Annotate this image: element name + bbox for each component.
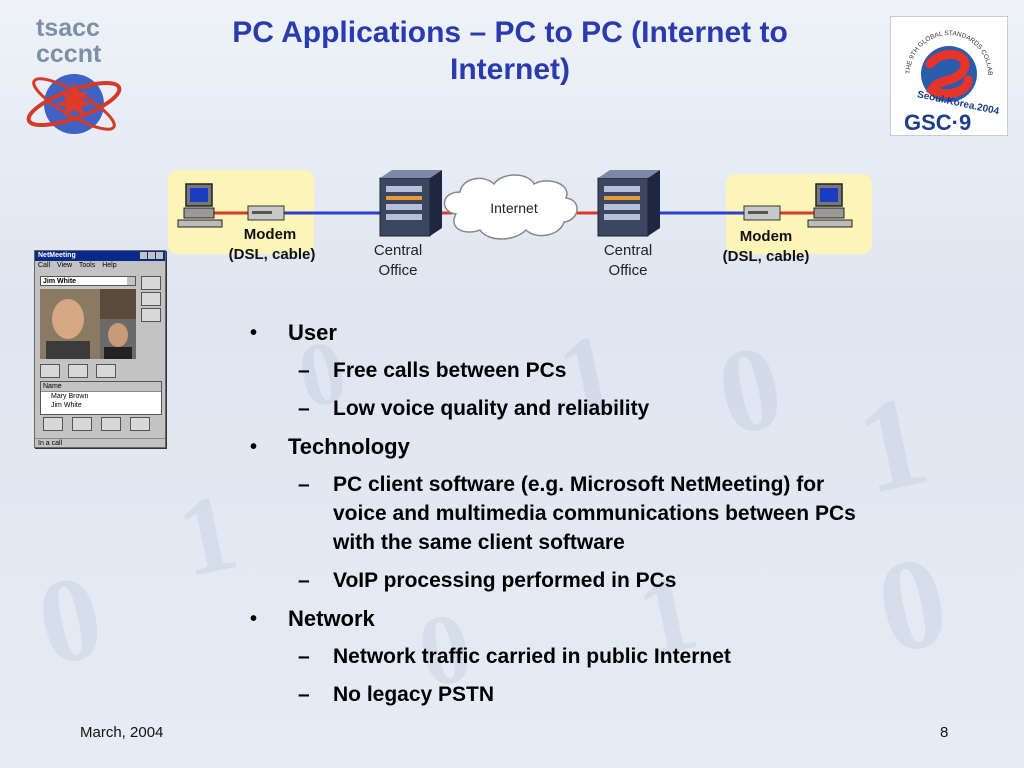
video-preview: [40, 289, 136, 359]
sub-bullet-item: –PC client software (e.g. Microsoft NetM…: [250, 470, 873, 557]
right-office-label-line1: Central: [603, 242, 653, 259]
volume-button[interactable]: [96, 364, 116, 378]
network-diagram: Modem (DSL, cable) Central Office Intern…: [0, 160, 1024, 300]
left-modem-sublabel: (DSL, cable): [228, 246, 316, 263]
sub-bullet-item: –Free calls between PCs: [250, 356, 930, 385]
maple-leaf-icon: [56, 82, 92, 116]
right-modem-sublabel: (DSL, cable): [722, 248, 810, 265]
netmeeting-titlebar: NetMeeting: [35, 251, 165, 261]
sub-bullet-item: –Low voice quality and reliability: [250, 394, 930, 423]
dash-marker: –: [298, 397, 310, 420]
picture-in-picture-button[interactable]: [68, 364, 88, 378]
right-office-label-line2: Office: [608, 262, 648, 279]
menu-help[interactable]: Help: [102, 262, 117, 269]
sub-bullet-text: VoIP processing performed in PCs: [333, 569, 677, 592]
bullet-item: • Network: [250, 604, 930, 634]
left-central-office-icon: [379, 170, 442, 237]
participant-item[interactable]: Jim White: [51, 402, 82, 409]
sub-bullet-text: Low voice quality and reliability: [333, 397, 650, 420]
left-modem-icon: [247, 205, 285, 221]
netmeeting-toolbar: [43, 417, 163, 431]
video-controls: [40, 364, 160, 378]
play-pause-button[interactable]: [40, 364, 60, 378]
transfer-button[interactable]: [130, 417, 150, 431]
dash-marker: –: [298, 683, 310, 706]
logo-text-line2: cccnt: [36, 40, 102, 68]
netmeeting-status: In a call: [35, 438, 165, 447]
participant-list-header: Name: [41, 382, 161, 392]
hang-up-button[interactable]: [141, 292, 161, 306]
bullet-text: Network: [288, 606, 375, 631]
contact-select-value: Jim White: [43, 278, 77, 285]
directory-button[interactable]: [141, 308, 161, 322]
sub-bullet-text: PC client software (e.g. Microsoft NetMe…: [333, 473, 856, 554]
bullet-text: User: [288, 320, 337, 345]
whiteboard-button[interactable]: [101, 417, 121, 431]
maximize-icon[interactable]: [148, 252, 155, 259]
logo-text-line1: tsacc: [36, 14, 100, 42]
video-call-image: [40, 289, 136, 359]
left-office-label-line1: Central: [373, 242, 423, 259]
left-computer-icon: [177, 183, 223, 228]
sub-bullet-text: Network traffic carried in public Intern…: [333, 645, 731, 668]
chevron-down-icon[interactable]: [127, 277, 135, 285]
left-modem-label: Modem: [243, 226, 297, 243]
dash-marker: –: [298, 359, 310, 382]
minimize-icon[interactable]: [140, 252, 147, 259]
sub-bullet-item: –VoIP processing performed in PCs: [250, 566, 930, 595]
page-number: 8: [940, 724, 949, 741]
sub-bullet-item: –Network traffic carried in public Inter…: [250, 642, 930, 671]
netmeeting-window: NetMeeting Call View Tools Help Jim Whit…: [34, 250, 166, 448]
close-icon[interactable]: [156, 252, 163, 259]
participant-list: Name Mary Brown Jim White: [40, 381, 162, 415]
bullet-item: • User: [250, 318, 930, 348]
participant-item[interactable]: Mary Brown: [51, 393, 89, 400]
dash-marker: –: [298, 645, 310, 668]
dash-marker: –: [298, 569, 310, 592]
footer-date: March, 2004: [80, 724, 164, 741]
right-modem-label: Modem: [739, 228, 793, 245]
right-modem-icon: [743, 205, 781, 221]
netmeeting-menubar: Call View Tools Help: [35, 261, 165, 271]
sub-bullet-text: Free calls between PCs: [333, 359, 567, 382]
right-central-office-icon: [597, 170, 660, 237]
bullet-text: Technology: [288, 434, 410, 459]
right-computer-icon: [807, 183, 853, 228]
bullet-item: • Technology: [250, 432, 930, 462]
netmeeting-title: NetMeeting: [38, 252, 76, 259]
menu-call[interactable]: Call: [38, 262, 51, 269]
menu-tools[interactable]: Tools: [78, 262, 96, 269]
logo-name-text: GSC·9: [904, 110, 971, 135]
bullet-marker: •: [250, 608, 258, 630]
slide-title: PC Applications – PC to PC (Internet to …: [232, 16, 788, 86]
internet-cloud-icon: [443, 174, 578, 240]
internet-label: Internet: [490, 200, 538, 216]
bullet-marker: •: [250, 322, 258, 344]
left-office-label-line2: Office: [378, 262, 418, 279]
share-button[interactable]: [43, 417, 63, 431]
diagram-graphics: [168, 170, 872, 254]
contact-select[interactable]: Jim White: [40, 276, 136, 286]
gsc9-logo: THE 9TH GLOBAL STANDARDS COLLABORATION M…: [890, 16, 1008, 136]
bullet-marker: •: [250, 436, 258, 458]
dash-marker: –: [298, 473, 310, 496]
bullet-list: •User –Free calls between PCs –Low voice…: [250, 318, 930, 718]
sub-bullet-text: No legacy PSTN: [333, 683, 495, 706]
tsacc-logo: tsacc cccnt: [26, 14, 122, 134]
chat-button[interactable]: [72, 417, 92, 431]
place-call-button[interactable]: [141, 276, 161, 290]
sub-bullet-item: –No legacy PSTN: [250, 680, 930, 709]
menu-view[interactable]: View: [57, 262, 73, 269]
